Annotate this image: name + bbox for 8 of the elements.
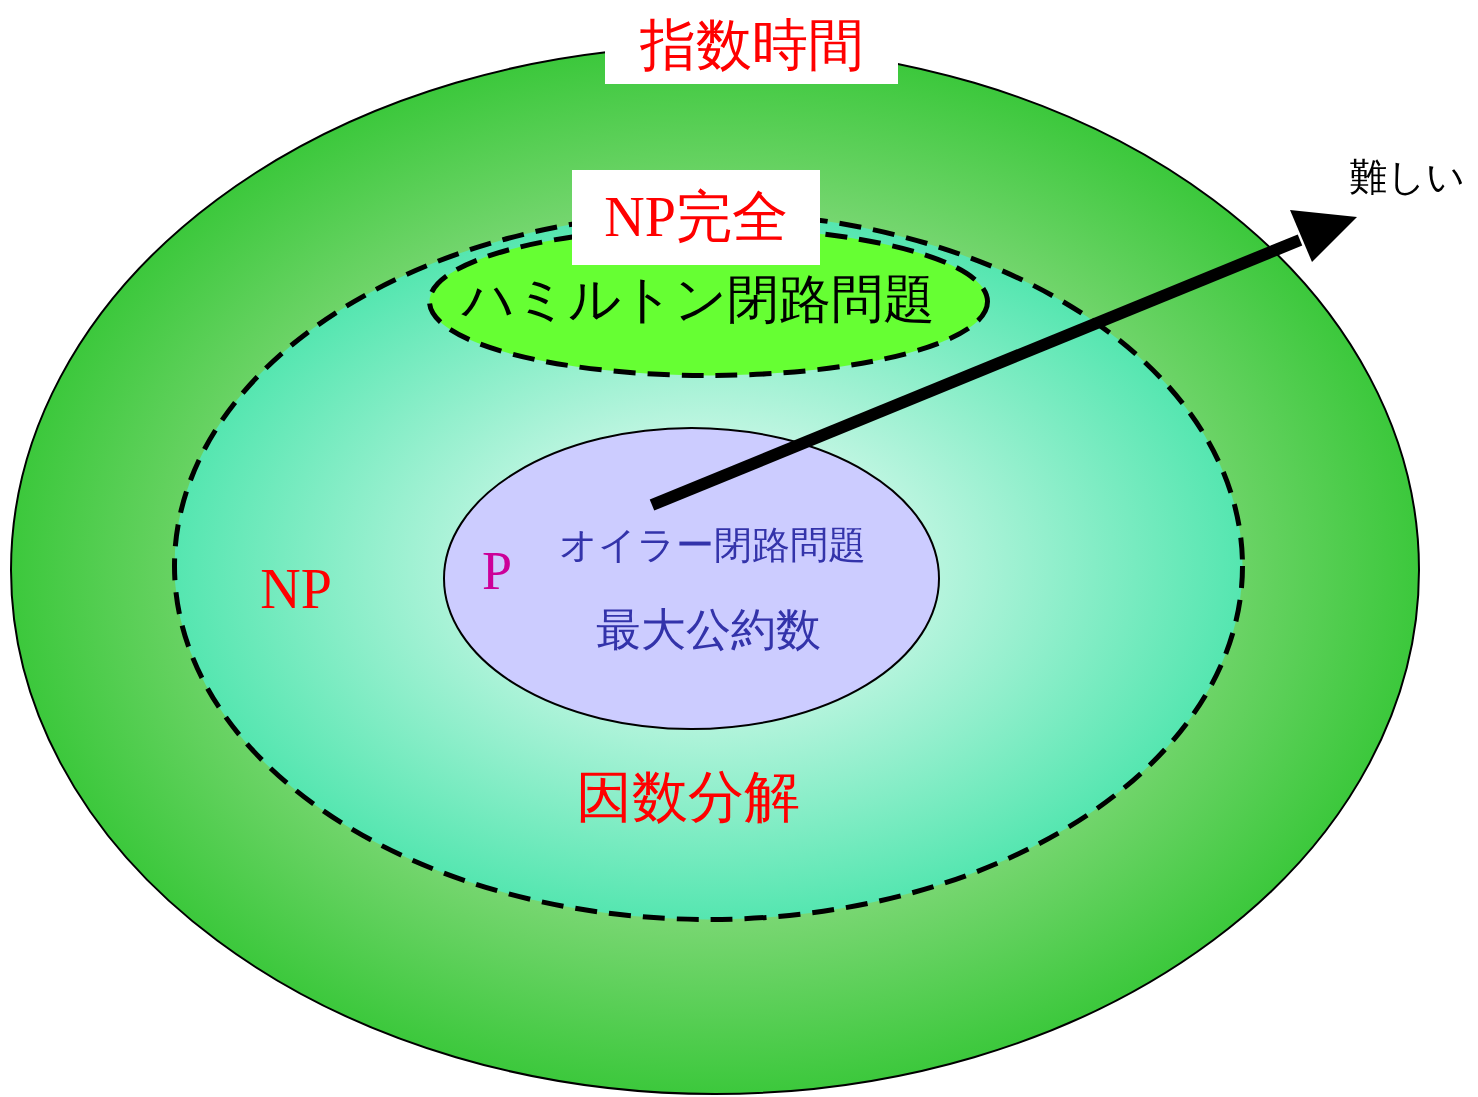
problem-label: ハミルトン閉路問題 <box>461 271 935 329</box>
arrow-label: 難しい <box>1349 157 1465 199</box>
set-label: P <box>482 542 512 602</box>
set-label: NP <box>260 559 332 621</box>
problem-label: 最大公約数 <box>595 605 821 655</box>
set-label: NP完全 <box>572 170 820 265</box>
problem-label: オイラー閉路問題 <box>558 525 866 567</box>
problem-label: 因数分解 <box>576 766 800 828</box>
